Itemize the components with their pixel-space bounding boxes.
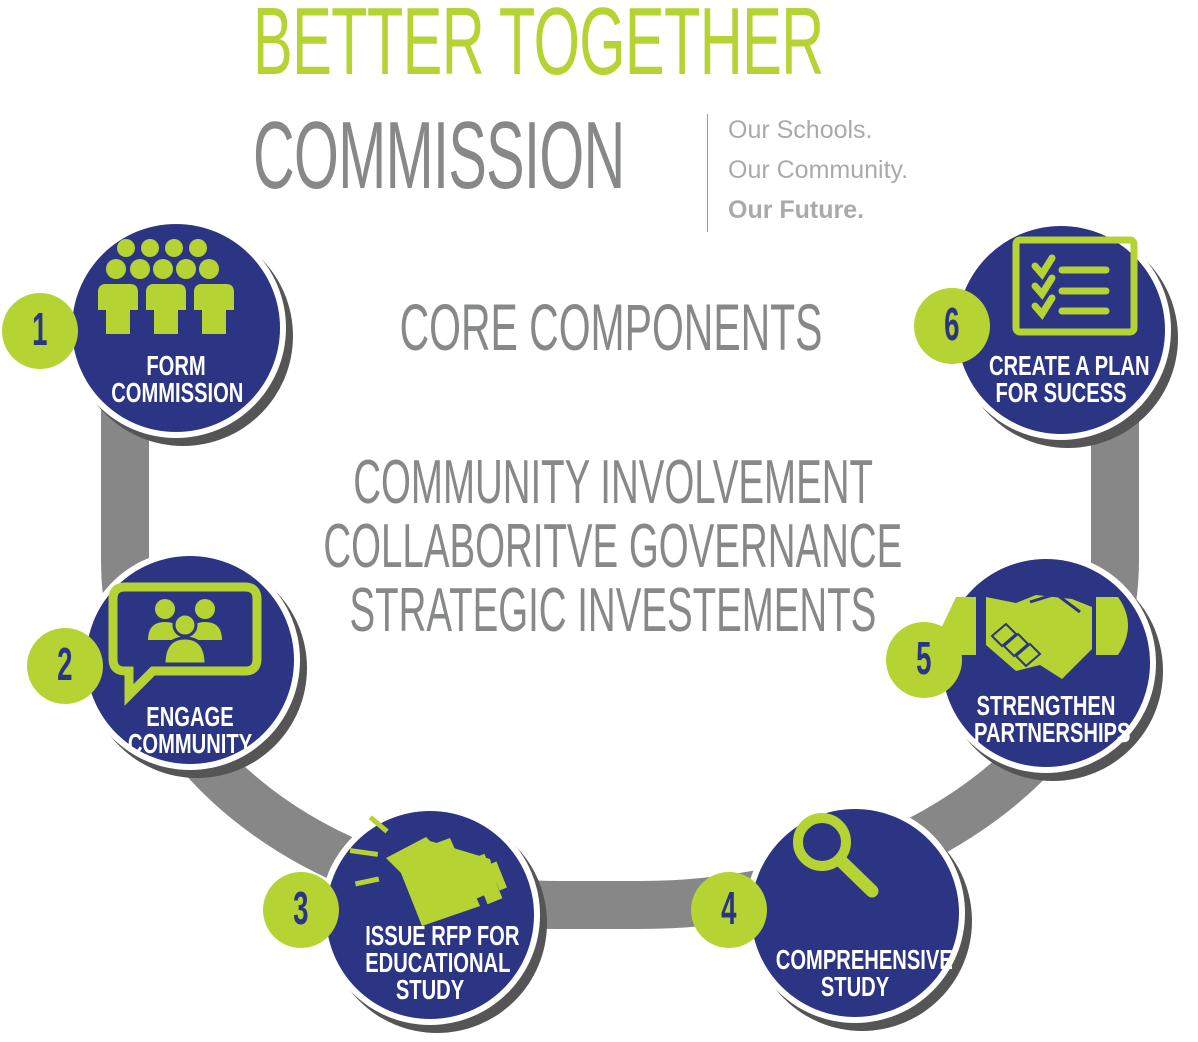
step-4-number: 4 [721,882,737,934]
chat-bubble-people-icon [108,582,262,706]
tagline-community: Our Community. [728,156,909,184]
checklist-icon [1012,236,1138,336]
pillar-community-involvement: COMMUNITY INVOLVEMENT [353,448,873,517]
step-6-badge [914,288,990,364]
step-5-number: 5 [916,632,932,684]
step-1-number: 1 [32,303,48,355]
pillars-list: COMMUNITY INVOLVEMENT COLLABORITVE GOVER… [14,452,1198,644]
tagline-schools: Our Schools. [728,116,873,144]
title-commission: COMMISSION [253,102,625,209]
magnifying-glass-icon [793,813,879,898]
megaphone-icon [349,815,507,926]
step-4-badge [691,872,767,948]
header-divider [707,114,708,232]
step-5-badge [886,622,962,698]
pillar-collaborative-governance: COLLABORITVE GOVERNANCE [323,512,903,581]
step-3-badge [263,872,339,948]
step-1-badge [2,293,78,369]
core-components-heading: CORE COMPONENTS [399,290,823,364]
tagline-future: Our Future. [728,196,865,224]
step-2-number: 2 [57,638,73,690]
step-2-badge [27,628,103,704]
pillar-strategic-investments: STRATEGIC INVESTEMENTS [349,576,877,645]
step-3-number: 3 [293,882,309,934]
title-better-together: BETTER TOGETHER [253,0,824,95]
handshake-icon [938,592,1128,679]
group-people-icon [98,239,234,334]
step-6-number: 6 [944,298,960,350]
